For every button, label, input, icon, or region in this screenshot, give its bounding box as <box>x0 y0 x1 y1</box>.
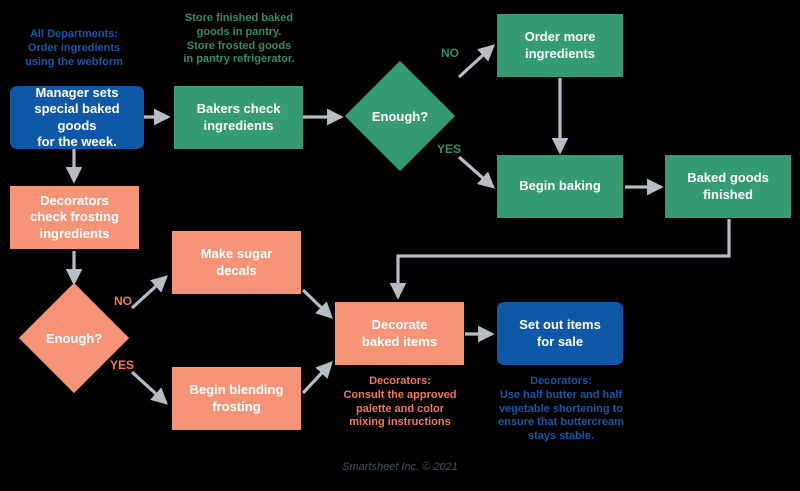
node-begin-baking[interactable]: Begin baking <box>497 155 623 218</box>
edge-enough-no-to-order <box>457 44 495 79</box>
edge-label-green-yes: YES <box>437 142 462 156</box>
edge-label-green-no: NO <box>441 46 459 60</box>
edge-enough-yes-to-blending <box>130 370 168 405</box>
edge-label-salmon-no: NO <box>114 294 132 308</box>
edge-enough-yes-to-baking <box>457 155 495 189</box>
decision-enough-ingredients-label: Enough? <box>371 108 429 124</box>
decision-enough-ingredients[interactable]: Enough? <box>344 60 456 172</box>
edge-label-salmon-yes: YES <box>110 358 135 372</box>
decision-enough-frosting-label: Enough? <box>45 330 103 346</box>
edge-finished-to-decorate <box>389 219 731 300</box>
footer-credit: Smartsheet Inc. © 2021 <box>342 461 458 473</box>
edge-decals-to-decorate <box>301 288 333 319</box>
edge-blending-to-decorate <box>301 361 333 395</box>
decision-enough-frosting[interactable]: Enough? <box>17 282 131 394</box>
edge-enough-no-to-decals <box>130 275 168 310</box>
